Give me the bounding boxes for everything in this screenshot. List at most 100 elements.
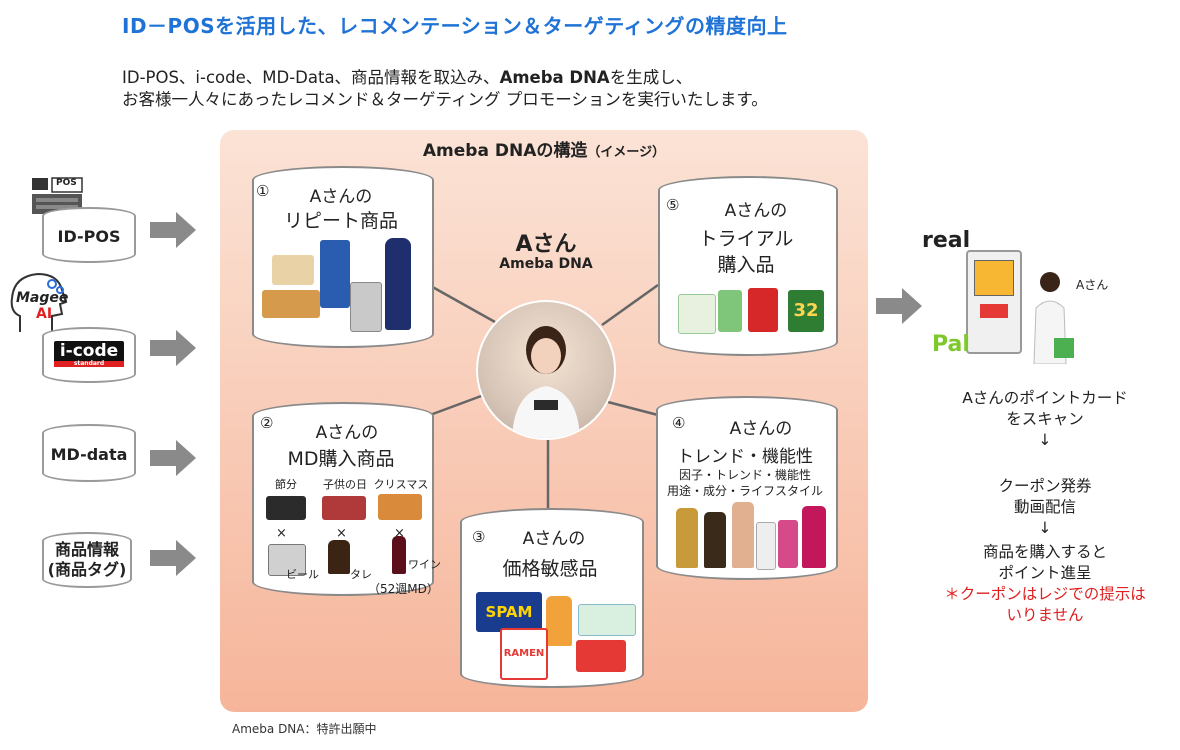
c2-number: ② <box>260 414 274 432</box>
c5-line2: トライアル <box>698 228 794 250</box>
c3-line2: 価格敏感品 <box>502 558 598 580</box>
c4-line3: 因子・トレンド・機能性 <box>678 468 811 482</box>
c5-line1: Aさんの <box>724 201 788 221</box>
product-info-database: 商品情報 (商品タグ) <box>42 532 132 588</box>
icode-label: i-code <box>59 341 119 361</box>
bread-product-image <box>272 255 314 285</box>
drink-bottle-image <box>778 520 798 568</box>
times-mark: × <box>394 526 405 541</box>
coupon-note-line1: ＊クーポンはレジでの提示は <box>944 585 1146 603</box>
chuhai-can-image <box>748 288 778 332</box>
panel-title-note: （イメージ） <box>587 145 666 160</box>
subtitle-line-2: お客様一人々にあったレコメンド＆ターゲティング プロモーションを実行いたします。 <box>122 90 768 109</box>
center-sub: Ameba DNA <box>499 256 593 272</box>
step-scan-line2: をスキャン <box>1006 410 1084 428</box>
can-product-image <box>350 282 382 332</box>
connector-line <box>599 398 659 417</box>
arrow-right-icon <box>150 212 196 248</box>
c1-number: ① <box>256 182 270 200</box>
id-pos-database: ID-POS <box>42 207 136 263</box>
arrow-right-icon <box>150 330 196 366</box>
ehomaki-image <box>266 496 306 520</box>
patent-footnote: Ameba DNA：特許出願中 <box>232 722 377 736</box>
meat-image <box>322 496 366 520</box>
coupon-note-line2: いりません <box>1006 606 1084 624</box>
drink-bottle-image <box>802 506 826 568</box>
c1-line2: リピート商品 <box>283 210 398 232</box>
snack-product-image <box>262 290 320 318</box>
product-info-label: 商品情報 <box>54 540 119 559</box>
c1-line1: Aさんの <box>309 187 373 207</box>
kiosk-screen <box>974 260 1014 296</box>
c5-line3: 購入品 <box>717 254 775 276</box>
step-points-line2: ポイント進呈 <box>998 564 1092 582</box>
c4-number: ④ <box>672 414 686 432</box>
yogurt-product-image <box>678 294 716 334</box>
subtitle-part: を生成し、 <box>609 68 693 87</box>
step-scan-line1: Aさんのポイントカード <box>962 389 1128 407</box>
mayo-bottle-image <box>546 596 572 646</box>
soy-sauce-product-image <box>385 238 411 330</box>
step-coupon-line2: 動画配信 <box>1013 498 1076 516</box>
cup-ramen-image: RAMEN <box>500 628 548 680</box>
step-points-line1: 商品を購入すると <box>982 543 1107 561</box>
chicken-image <box>378 494 422 520</box>
icode-logo: i-code standard <box>54 341 124 367</box>
magee-ai-head-icon: Magee AI <box>6 268 76 336</box>
kiosk-terminal-image <box>966 250 1022 354</box>
tag-christmas: クリスマス <box>373 478 429 491</box>
customer-figure-image <box>1024 268 1074 365</box>
step-coupon-line1: クーポン発券 <box>998 477 1092 495</box>
down-arrow: ↓ <box>1038 431 1052 449</box>
customer-photo <box>476 300 616 440</box>
c4-line2: トレンド・機能性 <box>677 447 813 467</box>
c2-note: （52週MD） <box>368 582 439 596</box>
page-title: ID－POSを活用した、レコメンテーション＆ターゲティングの精度向上 <box>122 14 788 38</box>
real-label: real <box>922 228 971 253</box>
arrow-right-icon <box>150 440 196 476</box>
c2-line1: Aさんの <box>315 423 379 443</box>
tag-childrens-day: 子供の日 <box>323 478 367 491</box>
arrow-right-icon <box>150 540 196 576</box>
icode-database: i-code standard <box>42 327 136 383</box>
c2-line2: MD購入商品 <box>287 448 395 470</box>
center-name: Aさん <box>515 232 577 257</box>
ai-label: AI <box>36 306 53 322</box>
subtitle-line-1: ID-POS、i-code、MD-Data、商品情報を取込み、Ameba DNA… <box>122 64 692 88</box>
arrow-right-icon <box>876 288 922 324</box>
connector-line <box>601 283 659 327</box>
beer-image <box>268 544 306 576</box>
c4-line4: 用途・成分・ライフスタイル <box>666 484 823 498</box>
step-scan: Aさんのポイントカード をスキャン ↓ <box>920 388 1170 451</box>
skincare-bottle-image <box>732 502 754 568</box>
soap-box-image <box>576 640 626 672</box>
customer-label: Aさん <box>1076 278 1109 292</box>
c5-number: ⑤ <box>666 196 680 214</box>
drink-sauce-label: タレ <box>350 568 372 581</box>
step-coupon: クーポン発券 動画配信 ↓ <box>920 476 1170 539</box>
snack-bag-image: 32 <box>788 290 824 332</box>
cream-tube-image <box>756 522 776 570</box>
product-tag-label: (商品タグ) <box>47 560 127 579</box>
times-mark: × <box>336 526 347 541</box>
md-data-database: MD-data <box>42 424 136 482</box>
step-points: 商品を購入すると ポイント進呈 ＊クーポンはレジでの提示は いりません <box>920 542 1170 626</box>
pos-label: POS <box>56 178 77 188</box>
sauce-bottle-image <box>328 540 350 574</box>
kiosk-card-reader <box>980 304 1008 318</box>
wipes-pack-image <box>578 604 636 636</box>
subtitle-part: ID-POS、i-code、MD-Data、商品情報を取込み、 <box>122 68 500 87</box>
pal-logo: Pal <box>932 332 970 357</box>
tea-bottle-image <box>676 508 698 568</box>
drink-product-image <box>718 290 742 332</box>
tag-setsubun: 節分 <box>275 478 297 491</box>
milk-product-image <box>320 240 350 308</box>
magee-label: Magee <box>16 290 69 306</box>
c3-line1: Aさんの <box>522 529 586 549</box>
spam-can-image: SPAM <box>476 592 542 632</box>
panel-title: Ameba DNAの構造（イメージ） <box>220 136 868 161</box>
down-arrow: ↓ <box>1038 519 1052 537</box>
c4-line1: Aさんの <box>729 419 793 439</box>
wine-bottle-image <box>392 536 406 574</box>
subtitle-brand: Ameba DNA <box>499 68 610 87</box>
